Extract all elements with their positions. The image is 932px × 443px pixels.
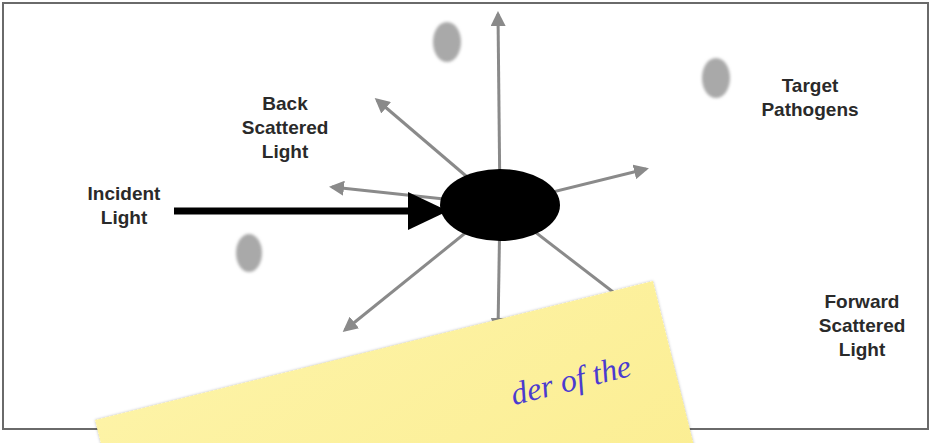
scatter-label: Forward Scattered Light [819, 290, 906, 362]
handwritten-note: der of the [507, 347, 635, 412]
incident-label: Incident Light [88, 182, 161, 230]
pathogen-blobs [236, 22, 730, 272]
sticky-note: der of the [95, 281, 733, 443]
scatter-label: Back Scattered Light [242, 92, 329, 164]
scattered-rays [332, 14, 646, 330]
incident-beam [174, 208, 415, 215]
particle [440, 169, 560, 241]
pathogen-label: Target Pathogens [761, 74, 858, 122]
